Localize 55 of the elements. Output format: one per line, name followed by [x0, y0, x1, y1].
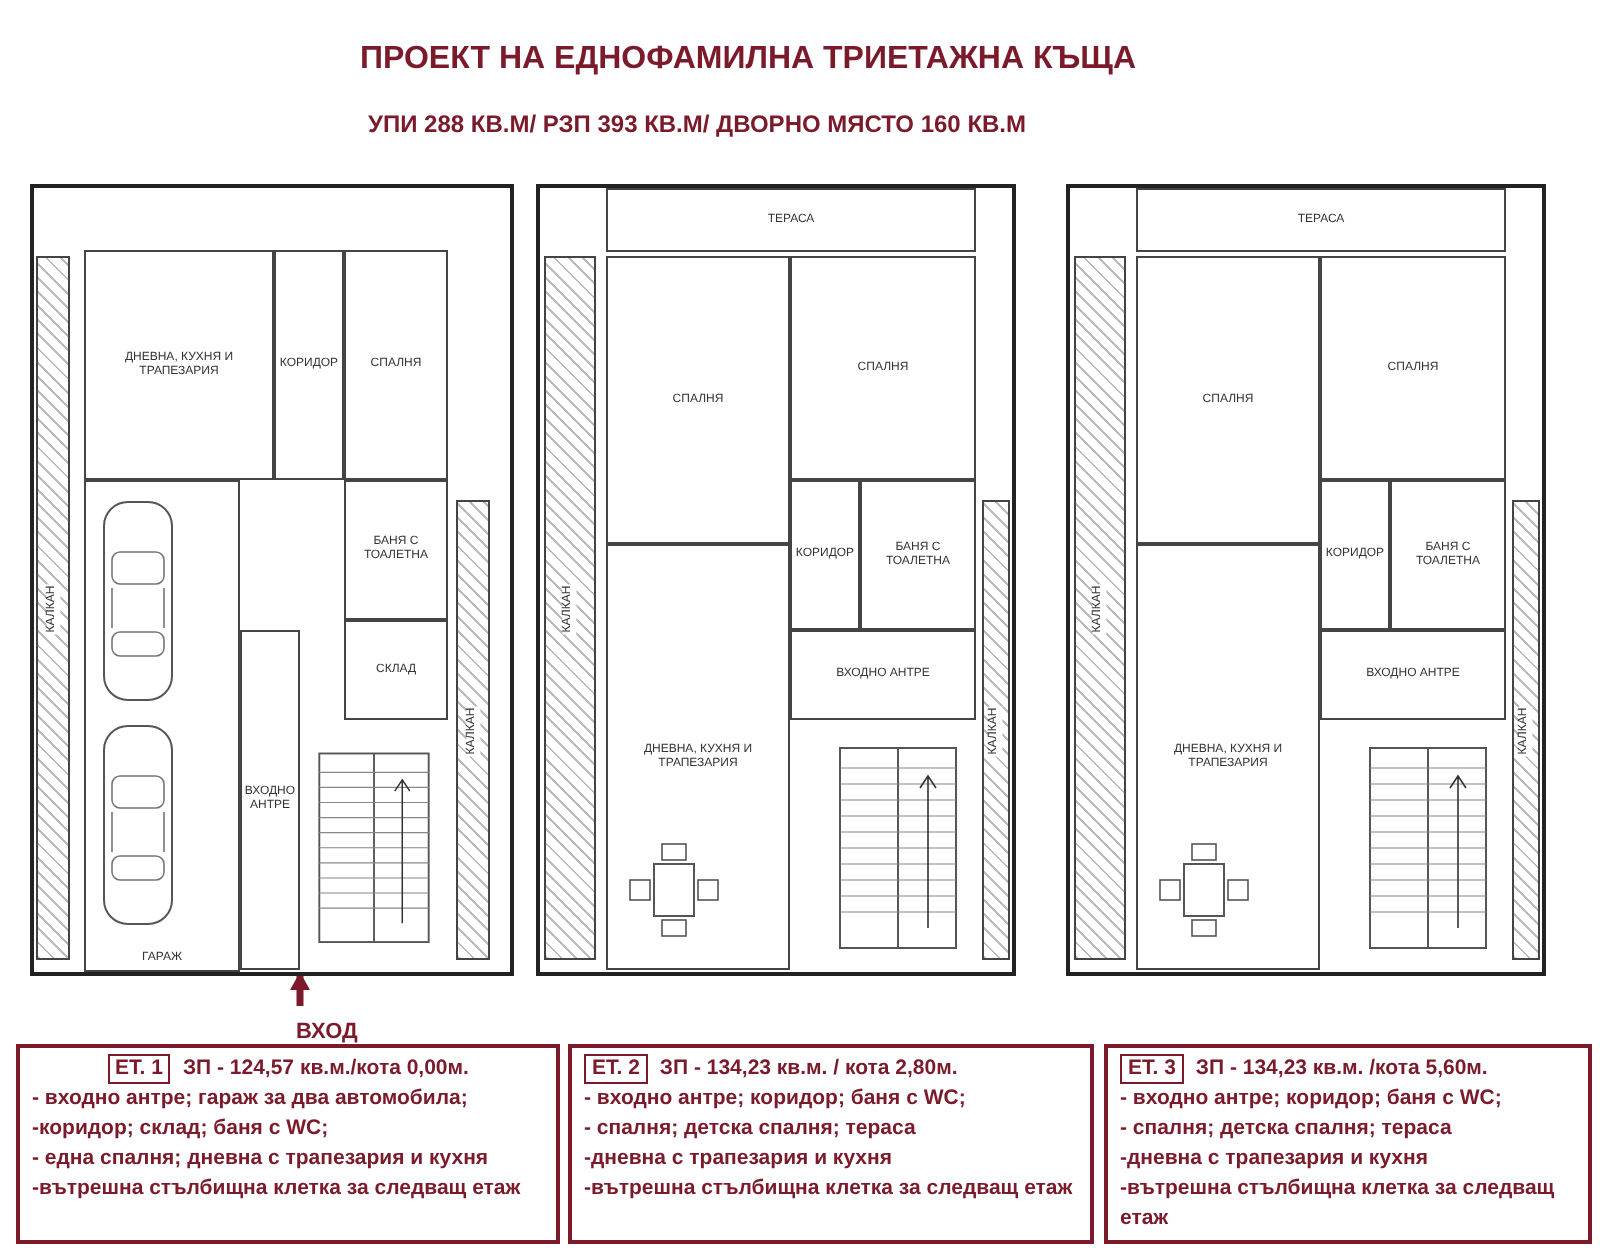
party-wall	[36, 256, 70, 960]
room	[860, 480, 976, 630]
floor-area-text: ЗП - 124,57 кв.м./кота 0,00м.	[182, 1054, 469, 1084]
room	[1320, 630, 1506, 720]
entrance-label: ВХОД	[296, 1020, 358, 1044]
room	[344, 480, 448, 620]
floor-plan	[1066, 184, 1546, 976]
room	[1136, 188, 1506, 252]
room-list-line: -дневна с трапезария и кухня	[584, 1144, 894, 1174]
room-list-line: -вътрешна стълбищна клетка за следващ етаж	[584, 1174, 1075, 1204]
room	[606, 256, 790, 544]
floor-tag: ЕТ. 3	[1120, 1054, 1184, 1084]
party-wall	[544, 256, 596, 960]
room	[1320, 480, 1390, 630]
room-list-line: - входно антре; гараж за два автомобила;	[32, 1084, 470, 1114]
floor-tag: ЕТ. 2	[584, 1054, 648, 1084]
room	[790, 480, 860, 630]
room	[790, 630, 976, 720]
room-list-line: -дневна с трапезария и кухня	[1120, 1144, 1430, 1174]
room	[606, 544, 790, 970]
room-list-line: -вътрешна стълбищна клетка за следващ етаж	[32, 1174, 523, 1204]
party-wall	[456, 500, 490, 960]
info-card	[1104, 1044, 1592, 1244]
room-list-line: -вътрешна стълбищна клетка за следващ етаж	[1120, 1174, 1557, 1234]
room	[274, 250, 344, 480]
room	[1136, 256, 1320, 544]
room-list-line: - спалня; детска спалня; тераса	[584, 1114, 918, 1144]
party-wall	[982, 500, 1010, 960]
floor-plan	[536, 184, 1016, 976]
floor-tag: ЕТ. 1	[107, 1054, 171, 1084]
room-list-line: - спалня; детска спалня; тераса	[1120, 1114, 1454, 1144]
room	[1320, 256, 1506, 480]
room-list-line: - входно антре; коридор; баня с WC;	[1120, 1084, 1504, 1114]
room	[84, 250, 274, 480]
room	[344, 620, 448, 720]
party-wall	[1512, 500, 1540, 960]
info-card	[568, 1044, 1094, 1244]
floor-plan	[30, 184, 514, 976]
floor-area-text: ЗП - 134,23 кв.м. / кота 2,80м.	[659, 1054, 958, 1084]
subtitle: УПИ 288 КВ.М/ РЗП 393 КВ.М/ ДВОРНО МЯСТО 160 КВ.М	[368, 108, 1027, 142]
room	[344, 250, 448, 480]
room	[1390, 480, 1506, 630]
floor-area-text: ЗП - 134,23 кв.м. /кота 5,60м.	[1195, 1054, 1488, 1084]
room-list-line: - входно антре; коридор; баня с WC;	[584, 1084, 968, 1114]
party-wall	[1074, 256, 1126, 960]
info-card	[16, 1044, 560, 1244]
title: ПРОЕКТ НА ЕДНОФАМИЛНА ТРИЕТАЖНА КЪЩА	[360, 40, 1136, 80]
room-list-line: -коридор; склад; баня с WC;	[32, 1114, 331, 1144]
room-list-line: - една спалня; дневна с трапезария и кухня	[32, 1144, 491, 1174]
room	[240, 630, 300, 970]
room	[790, 256, 976, 480]
room	[1136, 544, 1320, 970]
room	[84, 480, 240, 972]
entrance-arrow	[290, 972, 310, 1006]
room	[606, 188, 976, 252]
